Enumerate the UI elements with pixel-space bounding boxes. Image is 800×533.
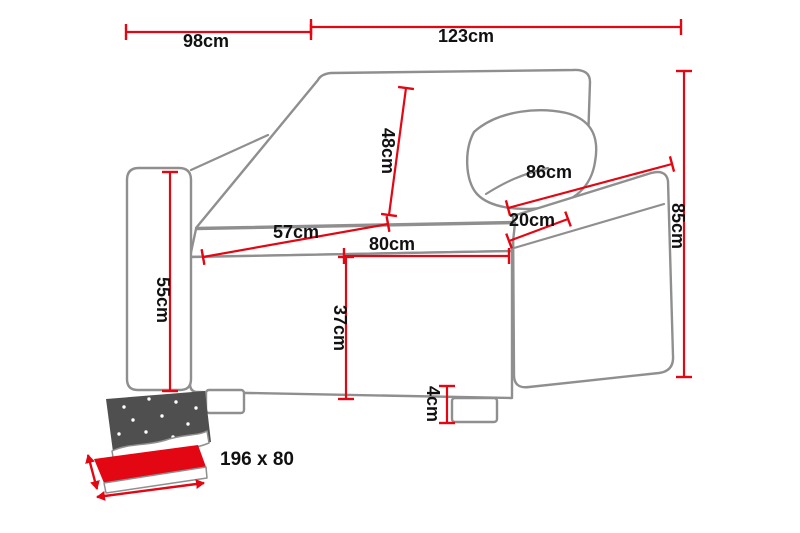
dim-20cm-label: 20cm [509, 210, 555, 230]
dim-85cm-label: 85cm [668, 203, 688, 249]
dim-20cm-line [505, 211, 572, 249]
left-armrest-top-edge [189, 133, 270, 172]
dim-48cm-line [380, 85, 415, 218]
chair-leg [204, 388, 246, 415]
seat-front-outline [188, 249, 514, 400]
dim-86cm-line [504, 155, 676, 217]
bed-width-arrow-icon [85, 454, 100, 490]
dimension-lines [124, 19, 692, 425]
dim-57cm-line [200, 215, 391, 266]
dim-80cm-label: 80cm [369, 234, 415, 254]
dim-123cm-label: 123cm [438, 26, 494, 46]
dim-4cm-label: 4cm [423, 386, 443, 422]
dimension-labels: 98cm 123cm 85cm 48cm 86cm 20cm 57cm 80cm… [153, 26, 688, 422]
bed-mattress-shape [94, 445, 206, 483]
dim-57cm-label: 57cm [273, 222, 319, 242]
dim-86cm-label: 86cm [526, 162, 572, 182]
dim-48cm-label: 48cm [378, 128, 398, 174]
sofa-bed-icon: 196 x 80 [85, 391, 294, 501]
bed-dimensions-label: 196 x 80 [220, 449, 294, 470]
dim-55cm-label: 55cm [153, 277, 173, 323]
dim-98cm-label: 98cm [183, 31, 229, 51]
chair-leg [450, 396, 499, 424]
dim-37cm-label: 37cm [330, 305, 350, 351]
bed-length-arrow-icon [96, 479, 205, 501]
